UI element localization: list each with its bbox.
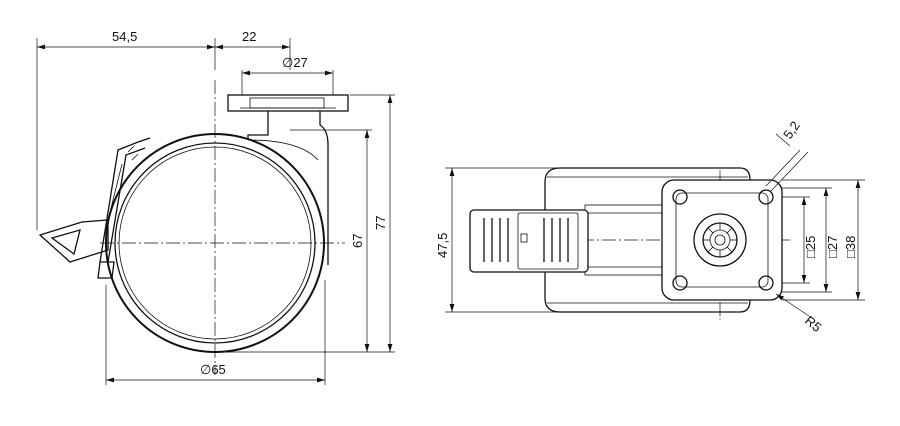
wheel-tread-inner (114, 142, 316, 344)
dim-hole-spacing: □25 (803, 236, 818, 258)
dim-right-width: 22 (242, 29, 256, 44)
dim-left-width: 54,5 (112, 29, 137, 44)
dim-plate-diameter: ∅27 (282, 55, 308, 70)
wheel-hub (118, 146, 312, 340)
dim-total-height: 77 (373, 216, 388, 230)
mount-hole (672, 189, 688, 205)
dim-axle-height: 67 (350, 234, 365, 248)
fork (247, 111, 329, 265)
dim-wheel-width: 47,5 (435, 233, 450, 258)
wheel-body-top (544, 167, 751, 313)
side-view: 54,5 22 ∅27 ∅65 67 77 (36, 29, 395, 385)
mounting-plate-top (661, 179, 783, 301)
dim-corner-radius: R5 (802, 313, 824, 335)
mount-hole (758, 275, 774, 291)
dim-hole-diameter: 5,2 (780, 118, 803, 141)
mounting-plate (227, 94, 349, 112)
dim-plate-outer: □38 (843, 236, 858, 258)
dim-wheel-diameter: ∅65 (200, 362, 226, 377)
mount-hole (672, 275, 688, 291)
dim-plate-inner: □27 (825, 236, 840, 258)
mount-hole (758, 189, 774, 205)
brake-pedal (469, 209, 589, 273)
brake-lever (38, 137, 151, 279)
top-view: 47,5 5,2 □25 □27 □38 R5 (435, 118, 865, 335)
